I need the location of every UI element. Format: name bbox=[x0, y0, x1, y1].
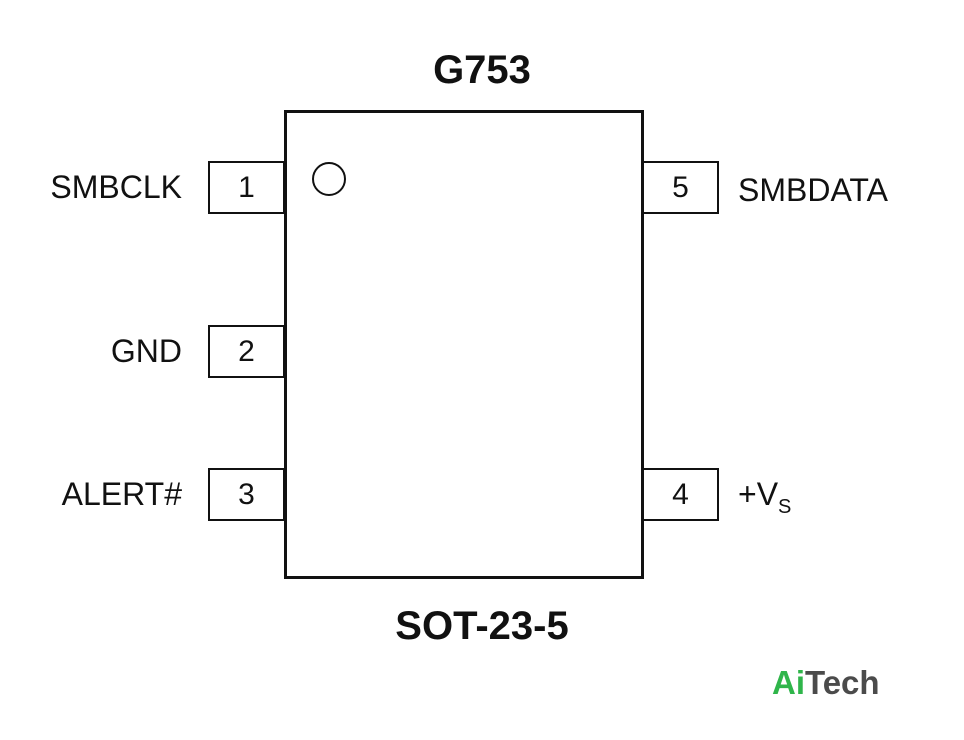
pin-5-number: 5 bbox=[672, 170, 689, 204]
logo-part-ai: Ai bbox=[772, 664, 805, 701]
pin1-indicator-dot bbox=[312, 162, 346, 196]
aitech-logo: AiTech bbox=[772, 664, 880, 702]
chip-body bbox=[284, 110, 644, 579]
logo-part-tech: Tech bbox=[805, 664, 880, 701]
pin-4-box: 4 bbox=[642, 468, 719, 521]
chip-title: G753 bbox=[433, 48, 531, 92]
pin-1-number: 1 bbox=[238, 170, 255, 204]
pin-4-label-subscript: S bbox=[778, 496, 792, 518]
pin-5-label: SMBDATA bbox=[738, 172, 888, 208]
pin-2-number: 2 bbox=[238, 334, 255, 368]
pin-4-number: 4 bbox=[672, 477, 689, 511]
pin-2-label: GND bbox=[110, 333, 182, 369]
pin-3-number: 3 bbox=[238, 477, 255, 511]
pin-4-label: +VS bbox=[738, 475, 791, 518]
pin-3-box: 3 bbox=[208, 468, 285, 521]
pin-3-label: ALERT# bbox=[61, 476, 182, 512]
pin-5-box: 5 bbox=[642, 161, 719, 214]
pin-1-box: 1 bbox=[208, 161, 285, 214]
pin-1-label: SMBCLK bbox=[50, 169, 182, 205]
package-label: SOT-23-5 bbox=[395, 604, 569, 648]
pin-4-label-main: +V bbox=[738, 476, 779, 512]
pin-2-box: 2 bbox=[208, 325, 285, 378]
